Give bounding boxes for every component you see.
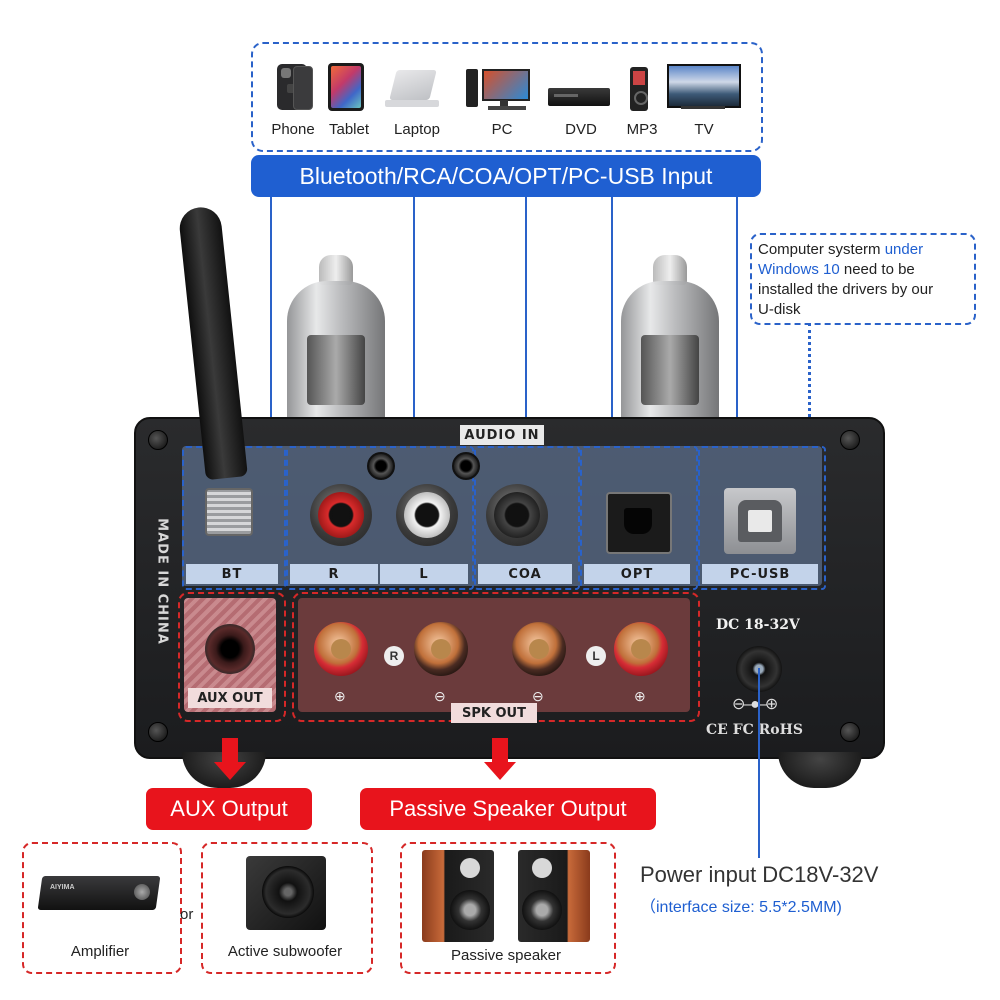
usb-region: [698, 446, 826, 590]
usb-note-line4: U-disk: [758, 301, 801, 318]
certification-marks: CE FC RoHS: [706, 722, 803, 738]
device-label-mp3: MP3: [626, 121, 658, 138]
dc-polarity-icon: ⊖–●–⊕: [732, 696, 778, 713]
amplifier-box: [22, 842, 182, 974]
input-banner: Bluetooth/RCA/COA/OPT/PC-USB Input: [251, 155, 761, 197]
screw-bottom-right: [840, 722, 860, 742]
foot-right: [778, 752, 862, 788]
usb-connector-line: [736, 197, 738, 442]
laptop-icon: [385, 70, 439, 110]
or-text: or: [180, 906, 194, 923]
tablet-icon: [328, 63, 364, 111]
speaker-post-r-negative[interactable]: [414, 622, 468, 692]
rca-l-label: L: [380, 564, 468, 584]
dvd-icon: [548, 88, 610, 106]
speaker-right-icon: [518, 850, 590, 942]
antenna-connector: [205, 488, 253, 536]
pcusb-label: PC-USB: [702, 564, 818, 584]
aux-out-region: [178, 592, 286, 722]
usb-note-line3: installed the drivers by our: [758, 281, 934, 298]
spk-arrow-icon: [492, 738, 508, 764]
optical-port[interactable]: [606, 492, 672, 554]
speaker-left-icon: [422, 850, 494, 942]
amplifier-label: Amplifier: [70, 943, 130, 960]
usb-note-text: Computer systerm under Windows 10 need t…: [758, 240, 970, 320]
plus-icon-1: ⊕: [334, 688, 346, 704]
device-label-pc: PC: [491, 121, 513, 138]
opt-label: OPT: [584, 564, 690, 584]
screw-bottom-left: [148, 722, 168, 742]
device-label-phone: Phone: [271, 121, 315, 138]
rca-left-jack[interactable]: [396, 484, 458, 546]
input-jack-1: [367, 452, 395, 480]
screw-top-right: [840, 430, 860, 450]
usb-note-windows: Windows 10: [758, 261, 840, 278]
rca-region: [286, 446, 474, 590]
vacuum-tube-right: [617, 255, 723, 431]
speaker-output-banner: Passive Speaker Output: [360, 788, 656, 830]
vacuum-tube-left: [283, 255, 389, 431]
aux-output-banner: AUX Output: [146, 788, 312, 830]
phone-icon-2: [293, 66, 313, 110]
spk-out-label: SPK OUT: [451, 703, 537, 723]
subwoofer-box: [201, 842, 373, 974]
coa-label: COA: [478, 564, 572, 584]
usb-note-pre: Computer systerm: [758, 241, 885, 258]
speaker-post-l-positive[interactable]: [614, 622, 668, 692]
rca-connector-line: [413, 197, 415, 442]
audio-in-label: AUDIO IN: [460, 425, 544, 445]
speaker-post-r-positive[interactable]: [314, 622, 368, 692]
usb-b-port[interactable]: [724, 488, 796, 554]
power-input-title: Power input DC18V-32V: [640, 862, 879, 887]
bluetooth-antenna: [177, 205, 270, 496]
usb-note-dotted-line: [808, 323, 811, 441]
spk-arrow-head: [484, 762, 516, 780]
spk-r-marker: R: [384, 646, 404, 666]
coaxial-jack[interactable]: [486, 484, 548, 546]
subwoofer-label: Active subwoofer: [227, 943, 343, 960]
usb-note-under: under: [884, 241, 924, 258]
device-label-tablet: Tablet: [328, 121, 370, 138]
dc-voltage-label: DC 18-32V: [716, 617, 800, 633]
device-label-tv: TV: [694, 121, 714, 138]
plus-icon-2: ⊕: [634, 688, 646, 704]
spk-l-marker: L: [586, 646, 606, 666]
coa-connector-line: [525, 197, 527, 442]
aux-out-label: AUX OUT: [188, 688, 272, 708]
aux-out-jack[interactable]: [205, 624, 255, 674]
device-label-dvd: DVD: [565, 121, 597, 138]
minus-icon-2: ⊖: [532, 688, 544, 704]
bt-label: BT: [186, 564, 278, 584]
pc-icon: [466, 69, 530, 111]
amplifier-icon: AIYIMA: [37, 870, 162, 918]
input-jack-2: [452, 452, 480, 480]
coa-region: [474, 446, 580, 590]
device-label-laptop: Laptop: [394, 121, 440, 138]
made-in-china-text: MADE IN CHINA: [154, 518, 170, 645]
usb-driver-note: [750, 233, 976, 325]
power-input-subtitle: （interface size: 5.5*2.5MM): [640, 899, 842, 916]
aux-arrow-head: [214, 762, 246, 780]
power-connector-line: [758, 668, 760, 858]
passive-speaker-label: Passive speaker: [450, 947, 562, 964]
minus-icon-1: ⊖: [434, 688, 446, 704]
bt-connector-line: [270, 197, 272, 442]
rca-r-label: R: [290, 564, 378, 584]
screw-top-left: [148, 430, 168, 450]
opt-connector-line: [611, 197, 613, 442]
opt-region: [580, 446, 698, 590]
tv-icon: [667, 64, 741, 110]
subwoofer-icon: [246, 856, 326, 930]
passive-speaker-box: [400, 842, 616, 974]
mp3-icon: [630, 67, 648, 111]
speaker-post-l-negative[interactable]: [512, 622, 566, 692]
input-devices-box: [251, 42, 763, 152]
amplifier-brand-text: AIYIMA: [50, 884, 75, 891]
usb-note-post: need to be: [839, 261, 915, 278]
aux-arrow-icon: [222, 738, 238, 764]
rca-right-jack[interactable]: [310, 484, 372, 546]
